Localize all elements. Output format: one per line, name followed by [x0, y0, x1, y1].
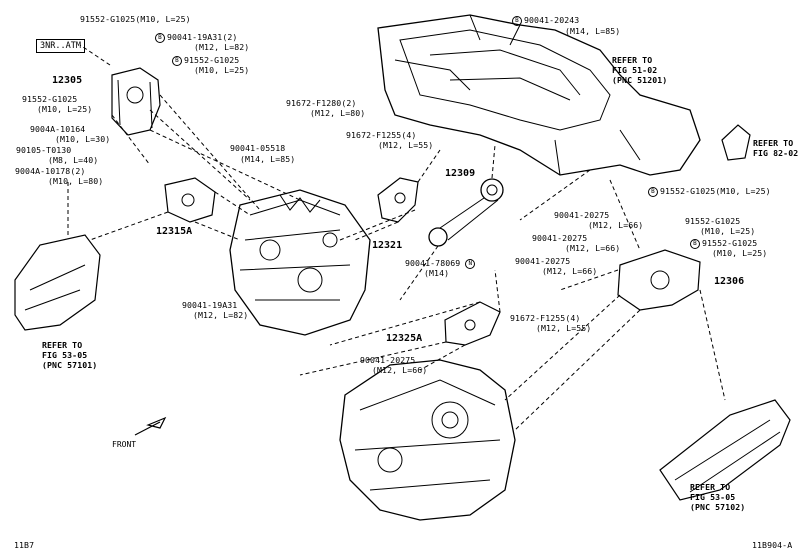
- variant-tag: 3NR..ATM: [36, 39, 85, 53]
- refer-fig-51-02: REFER TO FIG 51-02 (PNC 51201): [612, 55, 668, 85]
- bolt-icon: B: [512, 15, 522, 26]
- label-91552-g1025-a: 91552-G1025(M10, L=25): [80, 14, 191, 24]
- frame-side-rail-left: [14, 234, 101, 331]
- label-90041-20275-c: 90041-20275: [532, 233, 588, 243]
- bolt-icon: B: [690, 238, 700, 249]
- label-90041-20275-b: 90041-20275: [554, 210, 610, 220]
- refer-fig-53-05-b: REFER TO FIG 53-05 (PNC 57102): [690, 482, 746, 512]
- label-spec: (M10, L=80): [48, 176, 104, 186]
- engine-mount-insulator-rh: [111, 67, 161, 136]
- transaxle: [339, 359, 516, 521]
- label-spec: (M12, L=66): [372, 365, 428, 375]
- engine-block: [229, 189, 371, 336]
- torque-rod: [428, 178, 504, 247]
- label-91672-f1255-a: 91672-F1255(4): [346, 130, 417, 140]
- label-91552-g1025-c: 91552-G1025: [22, 94, 78, 104]
- label-spec: (M12, L=66): [542, 266, 598, 276]
- label-spec: (M12, L=82): [194, 42, 250, 52]
- label-90041-78069: 90041-78069 N: [405, 258, 477, 269]
- rear-mount-bracket: [444, 301, 501, 346]
- label-9004a-10178: 9004A-10178(2): [15, 166, 86, 176]
- part-12321: 12321: [372, 240, 403, 251]
- label-91552-g1025-e: 91552-G1025: [685, 216, 741, 226]
- front-label: FRONT: [112, 440, 137, 449]
- footer-right-code: 11B904-A: [752, 540, 793, 550]
- bolt-icon: B: [155, 32, 165, 43]
- leader-lines: [67, 44, 726, 431]
- label-spec: (M10, L=25): [37, 104, 93, 114]
- label-spec: (M10, L=30): [55, 134, 111, 144]
- label-spec: (M12, L=80): [310, 108, 366, 118]
- label-91672-f1280: 91672-F1280(2): [286, 98, 357, 108]
- refer-fig-82-02: REFER TO FIG 82-02: [753, 138, 799, 158]
- label-spec: (M14, L=85): [565, 26, 621, 36]
- label-spec: (M10, L=25): [194, 65, 250, 75]
- part-12305: 12305: [52, 75, 83, 86]
- part-12309: 12309: [445, 168, 476, 179]
- front-arrow-icon: [134, 416, 167, 436]
- bracket-fig-82-02: [721, 124, 751, 161]
- refer-fig-53-05-a: REFER TO FIG 53-05 (PNC 57101): [42, 340, 98, 370]
- part-12325a: 12325A: [386, 333, 423, 344]
- label-spec: (M8, L=40): [48, 155, 99, 165]
- part-12306: 12306: [714, 276, 745, 287]
- label-spec: (M10, L=25): [700, 226, 756, 236]
- bolt-icon: B: [172, 55, 182, 66]
- label-90041-20275-a: 90041-20275: [360, 355, 416, 365]
- engine-mount-insulator-lh: [617, 249, 701, 311]
- frame-side-rail-right: [659, 399, 791, 501]
- label-spec: (M12, L=55): [536, 323, 592, 333]
- footer-left-code: 11B7: [14, 540, 35, 550]
- nut-icon: N: [465, 258, 476, 269]
- front-suspension-crossmember: [377, 14, 701, 176]
- label-spec: (M10, L=25): [712, 248, 768, 258]
- label-90041-05518: 90041-05518: [230, 143, 286, 153]
- label-91672-f1255-b: 91672-F1255(4): [510, 313, 581, 323]
- label-spec: (M12, L=66): [565, 243, 621, 253]
- label-90041-20275-d: 90041-20275: [515, 256, 571, 266]
- bolt-icon: B: [648, 186, 658, 197]
- label-90041-19a31: 90041-19A31: [182, 300, 238, 310]
- label-spec: (M12, L=55): [378, 140, 434, 150]
- label-90105-t0130: 90105-T0130: [16, 145, 72, 155]
- label-9004a-10164: 9004A-10164: [30, 124, 86, 134]
- part-12315a: 12315A: [156, 226, 193, 237]
- label-spec: (M14, L=85): [240, 154, 296, 164]
- label-spec: (M12, L=82): [193, 310, 249, 320]
- label-spec: (M14): [424, 268, 450, 278]
- engine-mount-bracket-2: [377, 177, 419, 223]
- label-spec: (M12, L=66): [588, 220, 644, 230]
- engine-mount-bracket: [164, 177, 216, 223]
